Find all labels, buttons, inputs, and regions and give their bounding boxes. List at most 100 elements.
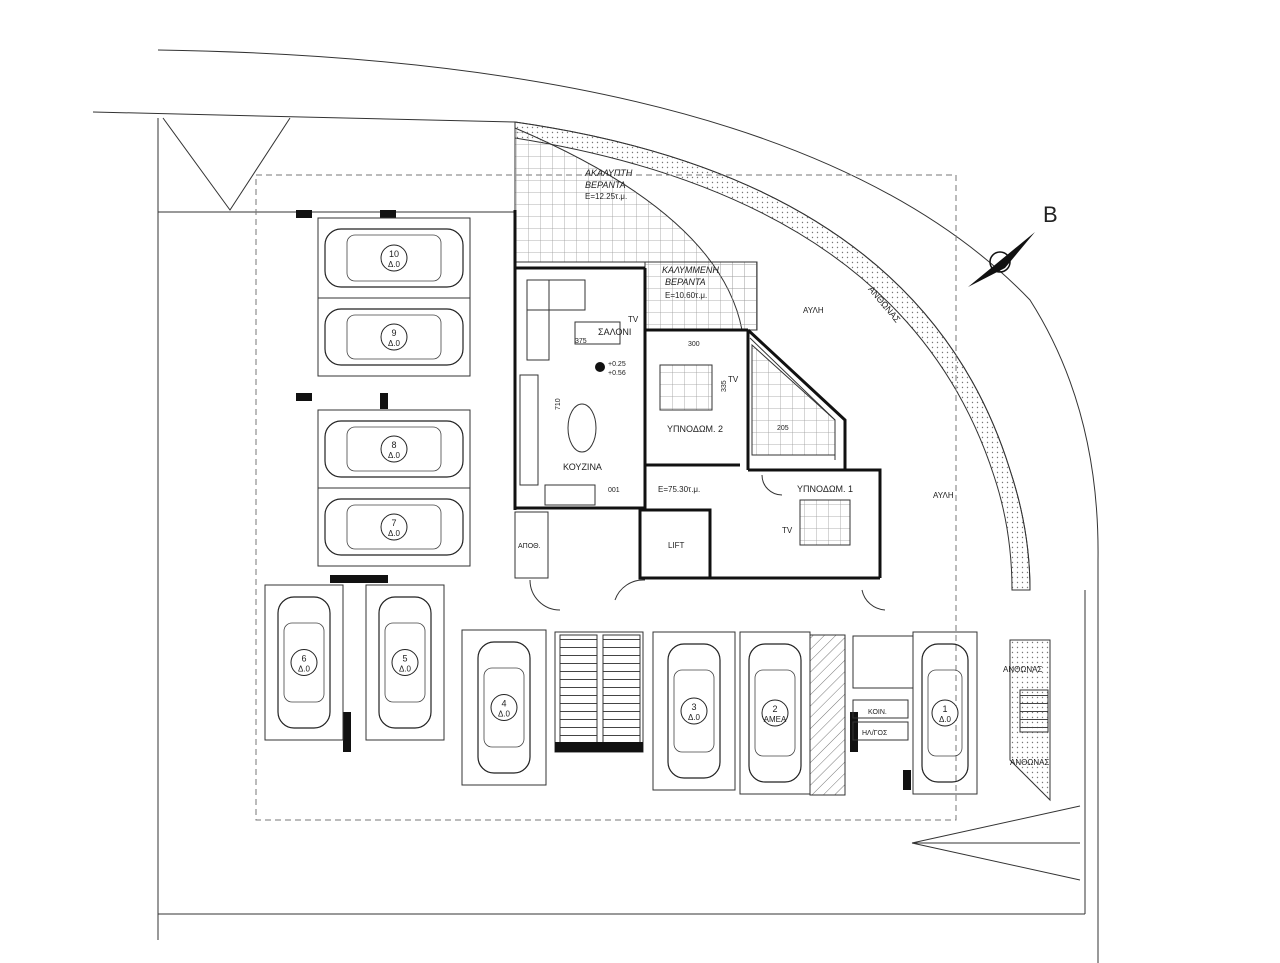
garden-right-b-label: ΑΝΘΩΝΑΣ bbox=[1010, 758, 1049, 767]
car-cabin bbox=[673, 669, 715, 753]
level-lower: +0.56 bbox=[608, 370, 626, 377]
kitchen-label: ΚΟΥΖΙΝΑ bbox=[563, 462, 602, 472]
car-icon bbox=[324, 308, 464, 366]
car-icon bbox=[324, 498, 464, 556]
bay-level: Δ.0 bbox=[388, 451, 401, 460]
bay-number: 3 bbox=[691, 702, 696, 712]
bay-badge bbox=[490, 694, 518, 721]
bay-badge bbox=[931, 699, 959, 727]
bay-number: 1 bbox=[942, 704, 947, 714]
bay-outline bbox=[317, 297, 471, 377]
common-block bbox=[852, 635, 914, 741]
car-cabin bbox=[346, 504, 442, 550]
bay-outline bbox=[317, 487, 471, 567]
bay-badge bbox=[680, 697, 708, 725]
north-label: B bbox=[1043, 202, 1058, 227]
covered-veranda-subtitle: ΒΕΡΑΝΤΑ bbox=[665, 277, 706, 287]
parking-bay: 6Δ.0 bbox=[264, 584, 344, 741]
car-icon bbox=[378, 596, 432, 729]
covered-veranda bbox=[644, 261, 758, 331]
storage-label: ΑΠΟΘ. bbox=[518, 543, 541, 550]
yard-side-label: ΑΥΛΗ bbox=[933, 491, 954, 500]
parking-bay: 5Δ.0 bbox=[365, 584, 445, 741]
stairwell bbox=[554, 631, 644, 753]
storage-small-label: ΗΛ/ΓΟΣ bbox=[862, 730, 888, 737]
yard-top-label: ΑΥΛΗ bbox=[803, 306, 824, 315]
bay-number: 6 bbox=[301, 654, 306, 664]
bay-outline bbox=[264, 584, 344, 741]
bedroom2-label: ΥΠΝΟΔΩΜ. 2 bbox=[667, 424, 723, 434]
bay-number: 9 bbox=[391, 328, 396, 338]
wall-marks bbox=[296, 210, 911, 790]
bedroom2-dim-h: 335 bbox=[721, 380, 728, 392]
lift-label: LIFT bbox=[668, 541, 685, 550]
living-label: ΣΑΛΟΝΙ bbox=[598, 327, 631, 337]
north-arrow: B bbox=[968, 202, 1058, 287]
apartment-code: 001 bbox=[608, 487, 620, 494]
car-cabin bbox=[283, 622, 325, 703]
bay-level: Δ.0 bbox=[688, 713, 701, 722]
parking-bay: 7Δ.0 bbox=[317, 487, 471, 567]
bedroom2-bed bbox=[659, 364, 713, 411]
bay-badge bbox=[380, 323, 408, 351]
bedroom1-label: ΥΠΝΟΔΩΜ. 1 bbox=[797, 484, 853, 494]
bay-level: Δ.0 bbox=[399, 665, 412, 674]
furniture bbox=[519, 279, 621, 506]
open-veranda-title: ΑΚΑΛΥΠΤΗ bbox=[584, 168, 633, 178]
garden-grate bbox=[1019, 689, 1049, 733]
bay-outline bbox=[461, 629, 547, 786]
bay-level: Δ.0 bbox=[388, 529, 401, 538]
car-cabin bbox=[346, 426, 442, 472]
bedroom1-tv: TV bbox=[782, 526, 793, 535]
parking-bay: 8Δ.0 bbox=[317, 409, 471, 489]
open-veranda-area: E=12.25τ.μ. bbox=[585, 192, 627, 201]
bay-outline bbox=[365, 584, 445, 741]
parking-bay: 10Δ.0 bbox=[317, 217, 471, 299]
car-icon bbox=[324, 228, 464, 288]
bath-dim: 205 bbox=[777, 425, 789, 432]
kitchen-dim: 710 bbox=[555, 398, 562, 410]
car-cabin bbox=[754, 669, 796, 757]
garden-right-a-label: ΑΝΘΩΝΑΣ bbox=[1003, 665, 1042, 674]
bay-badge bbox=[761, 699, 789, 727]
car-cabin bbox=[483, 667, 525, 748]
bay-number: 10 bbox=[389, 249, 399, 259]
bay-number: 8 bbox=[391, 440, 396, 450]
bay-number: 7 bbox=[391, 518, 396, 528]
parking-bay: 4Δ.0 bbox=[461, 629, 547, 786]
bedroom1-bed bbox=[799, 499, 851, 546]
covered-veranda-title: ΚΑΛΥΜΜΕΝΗ bbox=[662, 265, 719, 275]
car-icon bbox=[477, 641, 531, 774]
living-tv: TV bbox=[628, 315, 639, 324]
car-cabin bbox=[384, 622, 426, 703]
bay-level: ΑΜΕΑ bbox=[764, 715, 787, 724]
bedroom2-dim-w: 300 bbox=[688, 341, 700, 348]
parking-bay: 3Δ.0 bbox=[652, 631, 736, 791]
bay-badge bbox=[380, 435, 408, 463]
parking-bays: 10Δ.09Δ.08Δ.07Δ.06Δ.05Δ.04Δ.03Δ.02ΑΜΕΑ1Δ… bbox=[264, 217, 978, 795]
bay-badge bbox=[380, 513, 408, 541]
car-cabin bbox=[346, 314, 442, 360]
bay-outline bbox=[739, 631, 811, 795]
open-veranda-subtitle: ΒΕΡΑΝΤΑ bbox=[585, 180, 626, 190]
bedroom2-tv: TV bbox=[728, 375, 739, 384]
car-icon bbox=[921, 643, 969, 783]
car-icon bbox=[324, 420, 464, 478]
bay-number: 4 bbox=[501, 699, 506, 709]
car-cabin bbox=[927, 669, 963, 757]
apartment-area: E=75.30τ.μ. bbox=[658, 485, 700, 494]
parking-bay: 1Δ.0 bbox=[912, 631, 978, 795]
common-label: ΚΟΙΝ. bbox=[868, 709, 887, 716]
bay-number: 2 bbox=[772, 704, 777, 714]
doors bbox=[529, 474, 886, 611]
bay-level: Δ.0 bbox=[388, 260, 401, 269]
bay-level: Δ.0 bbox=[498, 710, 511, 719]
bay-level: Δ.0 bbox=[939, 715, 952, 724]
covered-veranda-area: E=10.60τ.μ. bbox=[665, 291, 707, 300]
apartment-walls bbox=[513, 210, 882, 580]
car-icon bbox=[748, 643, 802, 783]
bay-badge bbox=[290, 649, 318, 676]
living-dim: 375 bbox=[575, 338, 587, 345]
level-upper: +0.25 bbox=[608, 361, 626, 368]
